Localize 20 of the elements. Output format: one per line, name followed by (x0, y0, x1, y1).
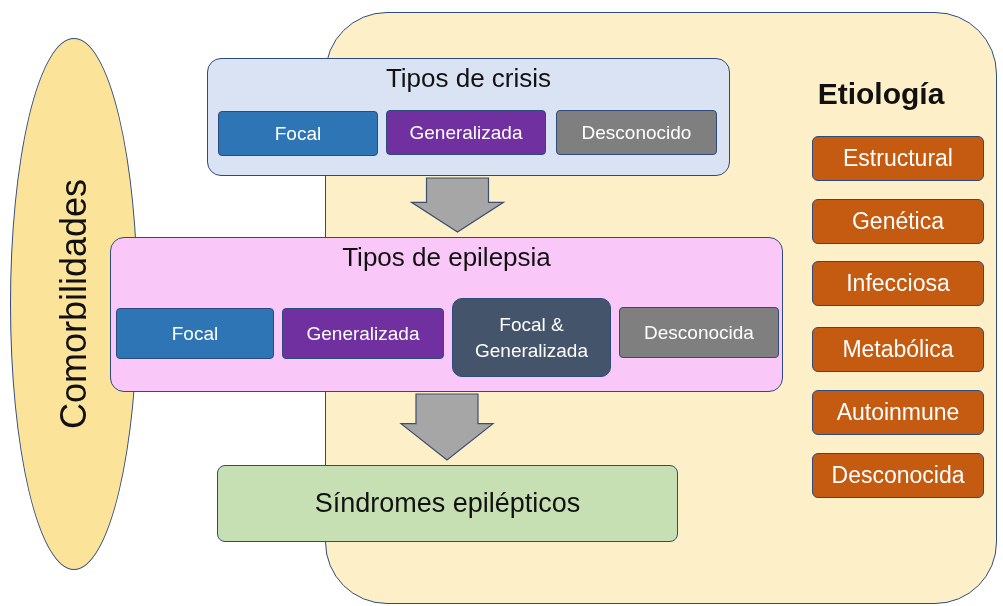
type-tag: Desconocido (556, 110, 717, 155)
etiology-tag: Desconocida (812, 453, 984, 498)
region-heading: Etiología (816, 77, 946, 111)
etiology-tag: Metabólica (812, 327, 984, 372)
panel-heading: Tipos de epilepsia (341, 242, 552, 273)
panel-heading: Tipos de crisis (384, 63, 553, 94)
type-tag: Focal (116, 308, 274, 359)
ellipse-label: Comorbilidades (53, 178, 95, 430)
etiology-tag: Autoinmune (812, 390, 984, 435)
type-tag: Focal (218, 111, 378, 156)
type-tag: Focal & Generalizada (452, 298, 611, 377)
etiology-tag: Infecciosa (812, 261, 984, 306)
type-tag: Desconocida (619, 307, 779, 358)
etiology-tag: Genética (812, 199, 984, 244)
type-tag: Generalizada (386, 110, 546, 155)
block-arrow (399, 393, 495, 461)
result-box: Síndromes epilépticos (217, 465, 678, 542)
etiology-tag: Estructural (812, 136, 984, 181)
block-arrow (409, 177, 506, 233)
type-tag: Generalizada (282, 308, 444, 359)
